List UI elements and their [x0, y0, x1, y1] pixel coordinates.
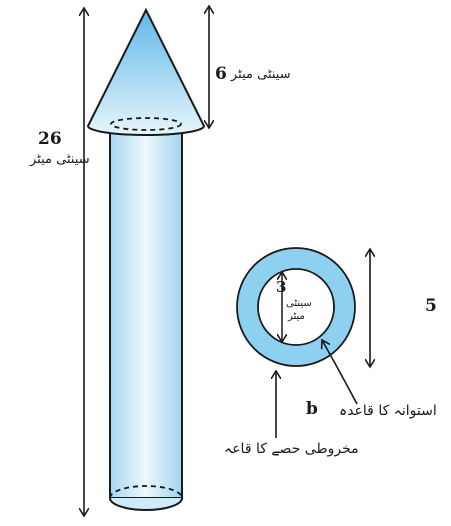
cylinder-bottom-base-front [109, 497, 183, 511]
inner-radius-unit-line2: میٹر [288, 311, 305, 322]
cone-height-unit: سینٹی میٹر [231, 67, 291, 82]
point-b-label: b [306, 399, 318, 419]
cylinder-base-label: استوانہ کا قاعدہ [339, 403, 437, 419]
cone-base-label: مخروطی حصے کا قاعہ [224, 441, 359, 457]
cylinder-base-pointer [322, 340, 358, 405]
total-height-value: 26 [38, 129, 62, 149]
cylinder-bottom-base-back [109, 485, 183, 499]
cone-height-value: 6 [215, 64, 227, 84]
inner-radius-value: 3 [276, 278, 287, 296]
outer-dimension-value: 5 [425, 296, 437, 316]
cone-surface [86, 7, 206, 136]
cone-base-dashed [110, 117, 182, 131]
inner-radius-unit-line1: سینٹی [286, 298, 312, 309]
total-height-unit: سینٹی میٹر [30, 152, 90, 167]
cylinder-body [109, 124, 183, 499]
